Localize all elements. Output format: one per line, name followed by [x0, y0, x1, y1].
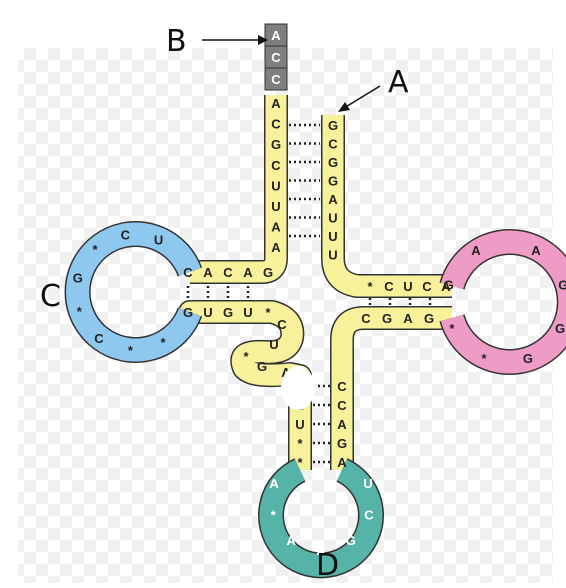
d-arm-bottom-nucleotide: G	[183, 305, 193, 320]
acceptor-3prime-nucleotide: A	[328, 192, 338, 207]
t-loop-nucleotide: G	[558, 277, 566, 292]
anticodon-stem-right-nucleotide: A	[337, 417, 347, 432]
acceptor-5prime-nucleotide: A	[271, 220, 281, 235]
d-arm-top-nucleotide: C	[223, 265, 233, 280]
t-arm-bottom-nucleotide: G	[424, 311, 434, 326]
d-loop-nucleotide: U	[154, 232, 163, 247]
label-c: C	[40, 279, 61, 314]
acceptor-tail-nucleotide: C	[271, 72, 281, 87]
anticodon-stem-right-nucleotide: A	[337, 455, 347, 470]
d-arm-bottom-nucleotide: U	[243, 305, 252, 320]
t-arm-bottom-nucleotide: A	[403, 311, 413, 326]
t-arm-top-nucleotide: C	[384, 279, 394, 294]
t-loop-nucleotide: G	[444, 277, 454, 292]
acceptor-5prime-nucleotide: G	[271, 137, 281, 152]
variable-loop-nucleotide: C	[277, 317, 287, 332]
d-arm-top-nucleotide: G	[263, 265, 273, 280]
d-loop-nucleotide: C	[94, 331, 104, 346]
d-arm-bottom-nucleotide: G	[223, 305, 233, 320]
t-arm-bottom-nucleotide: C	[361, 311, 371, 326]
acceptor-3prime-nucleotide: G	[328, 155, 338, 170]
anticodon-loop-nucleotide: A	[269, 476, 279, 491]
variable-loop-nucleotide: U	[269, 337, 278, 352]
acceptor-3prime-nucleotide: G	[328, 174, 338, 189]
anticodon-loop-nucleotide: C	[364, 507, 374, 522]
t-arm-top-nucleotide: U	[403, 279, 412, 294]
acceptor-tail-nucleotide: A	[271, 28, 281, 43]
anticodon-loop-nucleotide: G	[346, 533, 356, 548]
acceptor-5prime-nucleotide: U	[271, 178, 280, 193]
t-loop-nucleotide: A	[531, 243, 541, 258]
acceptor-5prime-nucleotide: U	[271, 199, 280, 214]
acceptor-5prime-nucleotide: C	[271, 158, 281, 173]
t-arm-top-nucleotide: C	[422, 279, 432, 294]
acceptor-3prime-nucleotide: U	[328, 211, 337, 226]
t-loop-nucleotide: G	[555, 321, 565, 336]
d-arm-top-nucleotide: C	[183, 265, 193, 280]
anticodon-loop-nucleotide: U	[363, 476, 372, 491]
acceptor-tail-nucleotide: C	[271, 50, 281, 65]
acceptor-5prime-nucleotide: A	[271, 240, 281, 255]
anticodon-stem-right-nucleotide: C	[337, 379, 347, 394]
acceptor-tail-cca: ACC	[265, 24, 287, 90]
anticodon-stem-right-nucleotide: C	[337, 398, 347, 413]
variable-loop-nucleotide: G	[257, 359, 267, 374]
d-arm-bottom-nucleotide: U	[203, 305, 212, 320]
d-arm-top-nucleotide: A	[243, 265, 253, 280]
label-b: B	[166, 24, 187, 59]
d-loop-nucleotide: C	[121, 228, 131, 243]
acceptor-5prime-nucleotide: C	[271, 117, 281, 132]
anticodon-loop-nucleotide: A	[286, 533, 296, 548]
blank-patch	[281, 366, 315, 410]
anticodon-stem-right-nucleotide: G	[337, 436, 347, 451]
acceptor-5prime-nucleotide: A	[271, 96, 281, 111]
acceptor-3prime-nucleotide: G	[328, 118, 338, 133]
acceptor-3prime-nucleotide: C	[328, 137, 338, 152]
t-loop-nucleotide: A	[471, 243, 481, 258]
acceptor-3prime-nucleotide: U	[328, 248, 337, 263]
t-arm-bottom-nucleotide: G	[382, 311, 392, 326]
d-arm-top-nucleotide: A	[203, 265, 213, 280]
acceptor-3prime-nucleotide: U	[328, 229, 337, 244]
d-loop-nucleotide: G	[73, 271, 83, 286]
label-d: D	[316, 548, 339, 583]
t-loop-nucleotide: G	[523, 351, 533, 366]
anticodon-stem-left-nucleotide: U	[295, 417, 304, 432]
label-a: A	[388, 65, 409, 100]
